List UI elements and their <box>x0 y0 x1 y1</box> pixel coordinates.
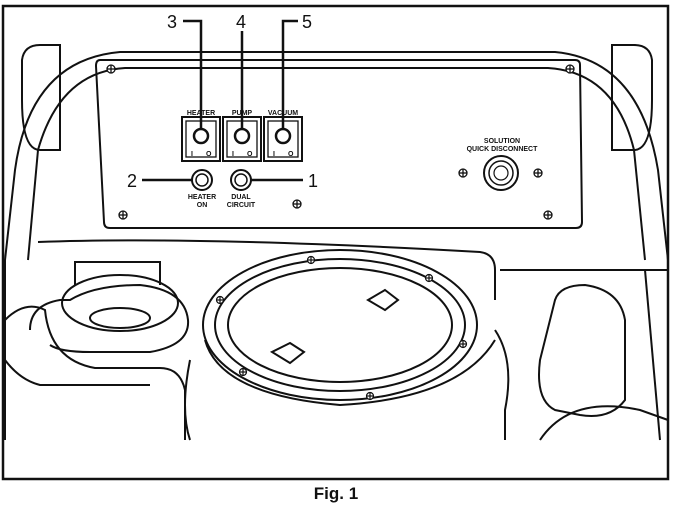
cup-holder-bracket <box>74 261 161 285</box>
lid-marker-right <box>366 288 400 312</box>
right-body-edge <box>644 269 661 441</box>
right-base-curve <box>539 405 669 441</box>
callout-1: 1 <box>308 171 318 191</box>
tank-lid-shadow <box>204 339 496 407</box>
vacuum-switch-off-mark: O <box>288 151 294 158</box>
callout-3: 3 <box>167 12 177 32</box>
figure-frame <box>1 4 670 481</box>
heater-on-light <box>191 169 213 191</box>
pump-switch-off-mark: O <box>247 151 253 158</box>
callout-5: 5 <box>302 12 312 32</box>
tank-lid-cover <box>227 267 453 383</box>
heater-switch-on-mark: I <box>191 151 193 158</box>
vacuum-switch-on-mark: I <box>273 151 275 158</box>
dual-circuit-light <box>230 169 252 191</box>
heater-on-label-line2: ON <box>197 202 208 209</box>
callout-2: 2 <box>127 171 137 191</box>
solution-label-line2: QUICK DISCONNECT <box>467 146 539 153</box>
left-base-curve <box>4 359 150 386</box>
panel-screws <box>106 64 575 220</box>
deck-line <box>37 239 496 300</box>
tank-walls <box>184 329 510 441</box>
pump-switch-on-mark: I <box>232 151 234 158</box>
figure-caption: Fig. 1 <box>314 484 358 503</box>
cup-holder-bottom <box>89 307 151 329</box>
dual-circuit-label-line1: DUAL <box>231 194 251 201</box>
control-panel <box>94 59 584 229</box>
tank-lid-flange-inner <box>214 258 466 392</box>
lid-marker-left <box>269 341 306 365</box>
heater-on-label-line1: HEATER <box>188 194 216 201</box>
lid-bolts <box>215 255 468 401</box>
tank-lid-flange <box>202 249 478 401</box>
dual-circuit-label-line2: CIRCUIT <box>227 202 256 209</box>
solution-label-line1: SOLUTION <box>484 138 520 145</box>
solution-quick-disconnect[interactable] <box>483 155 519 191</box>
cup-holder-outer <box>29 283 190 353</box>
right-wheel <box>611 44 653 151</box>
vacuum-switch-label: VACUUM <box>268 110 298 117</box>
callout-5-leader <box>281 19 298 129</box>
callout-4: 4 <box>236 12 246 32</box>
left-tank-edge <box>4 305 186 440</box>
cup-holder-ring <box>61 274 179 332</box>
right-handle <box>538 283 626 417</box>
machine-body-inner <box>27 67 646 261</box>
heater-switch-off-mark: O <box>206 151 212 158</box>
pump-switch-label: PUMP <box>232 110 253 117</box>
heater-switch-label: HEATER <box>187 110 215 117</box>
machine-body-outline <box>4 51 669 440</box>
callout-3-leader <box>183 19 203 129</box>
